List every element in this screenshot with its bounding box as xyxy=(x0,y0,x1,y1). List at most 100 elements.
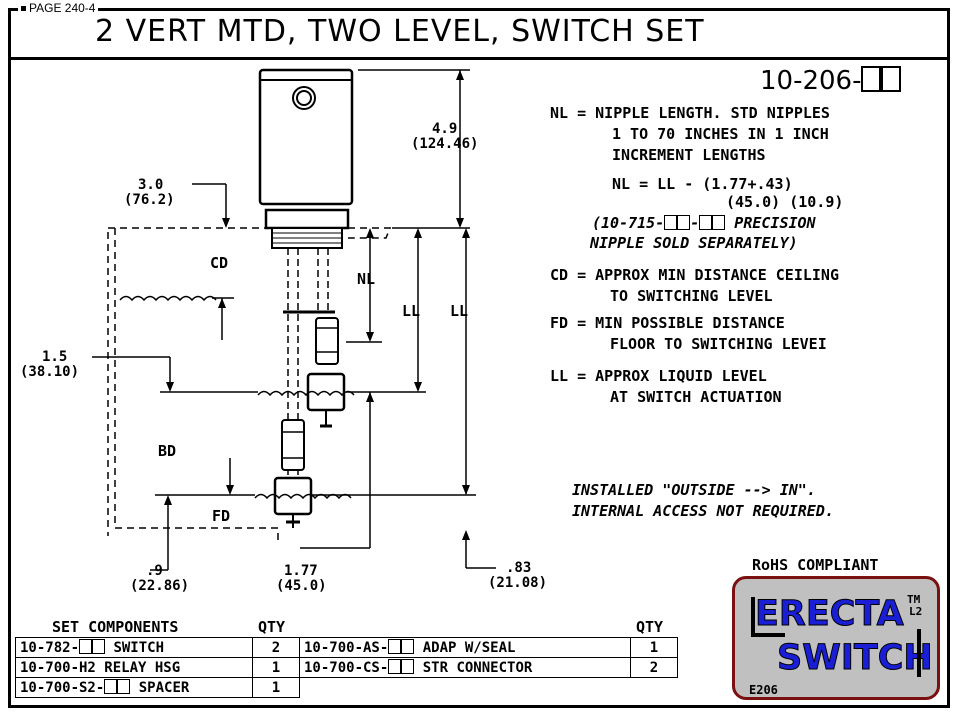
note-nl-line-2: 1 TO 70 INCHES IN 1 INCH xyxy=(612,125,829,143)
logo-trademark: TM xyxy=(907,593,921,606)
note-nl-line-3: INCREMENT LENGTHS xyxy=(612,146,766,164)
note-formula-line-1: NL = LL - (1.77+.43) xyxy=(612,175,793,193)
note-precision-dash: - xyxy=(690,214,700,232)
table-row: 10-700-H2 RELAY HSG 1 10-700-CS- STR CON… xyxy=(15,657,678,678)
table-row: 10-700-S2- SPACER 1 xyxy=(15,677,678,698)
component-part: 10-700-CS- xyxy=(304,660,389,676)
page-tag-text: PAGE 240-4 xyxy=(29,1,96,15)
label-fd: FD xyxy=(212,507,231,525)
label-ll-a: LL xyxy=(402,302,421,320)
tank-wall xyxy=(114,228,279,540)
option-box xyxy=(712,215,726,230)
component-desc: SWITCH xyxy=(105,640,165,656)
dim-1-77-mm: (45.0) xyxy=(276,578,327,594)
drawing-frame xyxy=(8,8,950,708)
title-bar xyxy=(8,8,950,60)
logo-l2: L2 xyxy=(909,605,923,618)
note-ll-line-2: AT SWITCH ACTUATION xyxy=(610,388,782,406)
components-table: 10-782- SWITCH 2 10-700-AS- ADAP W/SEAL … xyxy=(15,637,678,698)
label-ll-b: LL xyxy=(450,302,469,320)
option-box xyxy=(664,215,678,230)
part-option-box xyxy=(861,66,882,92)
page-title: 2 VERT MTD, TWO LEVEL, SWITCH SET xyxy=(95,14,705,49)
note-cd-line-2: TO SWITCHING LEVEL xyxy=(610,287,773,305)
dim-0-9-mm: (22.86) xyxy=(130,578,190,594)
part-number: 10-206- xyxy=(760,66,902,96)
component-name: 10-700-H2 RELAY HSG xyxy=(15,657,253,678)
option-box xyxy=(79,639,93,654)
component-qty: 1 xyxy=(252,657,300,678)
option-box xyxy=(388,639,402,654)
label-cd: CD xyxy=(210,254,229,272)
note-fd-line-1: FD = MIN POSSIBLE DISTANCE xyxy=(550,314,785,332)
dim-1-5-mm: (38.10) xyxy=(20,364,80,380)
logo-bracket xyxy=(751,597,755,635)
component-qty: 2 xyxy=(252,637,300,658)
ceiling-wave xyxy=(119,295,217,302)
erecta-switch-logo: ERECTA SWITCH TM L2 E206 xyxy=(732,576,940,700)
adapter-nut xyxy=(264,208,350,230)
logo-bracket xyxy=(751,633,785,637)
component-desc: STR CONNECTOR xyxy=(414,660,533,676)
note-precision-suffix: PRECISION xyxy=(725,214,816,232)
option-box xyxy=(699,215,713,230)
logo-code: E206 xyxy=(749,683,778,697)
component-desc: SPACER xyxy=(130,680,190,696)
page-tag: PAGE 240-4 xyxy=(18,1,99,15)
component-part: 10-700-AS- xyxy=(304,640,389,656)
components-heading: SET COMPONENTS xyxy=(52,618,179,636)
dim-3-0-in: 3.0 xyxy=(138,177,164,193)
rohs-compliant: RoHS COMPLIANT xyxy=(752,556,879,574)
dim-0-83-mm: (21.08) xyxy=(488,575,548,591)
relay-housing-port xyxy=(292,86,316,110)
part-number-prefix: 10-206- xyxy=(760,66,862,96)
option-box xyxy=(401,639,415,654)
table-row: 10-782- SWITCH 2 10-700-AS- ADAP W/SEAL … xyxy=(15,637,678,658)
label-nl: NL xyxy=(357,270,376,288)
option-box xyxy=(117,679,131,694)
upper-connector xyxy=(315,317,339,365)
option-box xyxy=(388,659,402,674)
note-precision-prefix: (10-715- xyxy=(592,214,665,232)
label-bd: BD xyxy=(158,442,177,460)
upper-level-wave xyxy=(257,390,355,397)
component-qty: 1 xyxy=(252,677,300,698)
part-option-box xyxy=(881,66,902,92)
note-installed-line-1: INSTALLED "OUTSIDE --> IN". xyxy=(572,481,816,499)
page-tag-marker xyxy=(21,6,26,12)
component-name: 10-700-AS- ADAP W/SEAL xyxy=(299,637,631,658)
component-desc: ADAP W/SEAL xyxy=(414,640,516,656)
dim-0-83-in: .83 xyxy=(506,560,532,576)
relay-housing-port-inner xyxy=(296,90,312,106)
dim-4-9-in: 4.9 xyxy=(432,121,458,137)
note-formula-line-2: (45.0) (10.9) xyxy=(726,193,844,211)
lower-connector xyxy=(281,419,305,471)
option-box xyxy=(92,639,106,654)
component-qty: 1 xyxy=(630,637,678,658)
relay-housing xyxy=(258,68,354,206)
components-qty-heading-right: QTY xyxy=(636,618,664,636)
option-box xyxy=(104,679,118,694)
component-part: 10-700-H2 RELAY HSG xyxy=(20,659,181,676)
note-ll-line-1: LL = APPROX LIQUID LEVEL xyxy=(550,367,767,385)
components-qty-heading-left: QTY xyxy=(258,618,286,636)
tank-top xyxy=(108,227,392,239)
logo-bracket xyxy=(917,629,921,677)
dim-1-5-in: 1.5 xyxy=(42,349,68,365)
note-fd-line-2: FLOOR TO SWITCHING LEVEI xyxy=(610,335,827,353)
dim-1-77-in: 1.77 xyxy=(284,563,318,579)
component-name: 10-700-S2- SPACER xyxy=(15,677,253,698)
option-box xyxy=(677,215,691,230)
note-nl-line-1: NL = NIPPLE LENGTH. STD NIPPLES xyxy=(550,104,830,122)
note-precision-line-2: NIPPLE SOLD SEPARATELY) xyxy=(590,234,798,252)
component-name: 10-782- SWITCH xyxy=(15,637,253,658)
component-part: 10-700-S2- xyxy=(20,680,105,696)
component-part: 10-782- xyxy=(20,640,80,656)
logo-word-erecta: ERECTA xyxy=(755,594,905,634)
component-qty: 2 xyxy=(630,657,678,678)
dim-3-0-mm: (76.2) xyxy=(124,192,175,208)
dim-0-9-in: .9 xyxy=(146,563,163,579)
logo-word-switch: SWITCH xyxy=(777,638,934,678)
note-installed-line-2: INTERNAL ACCESS NOT REQUIRED. xyxy=(572,502,834,520)
